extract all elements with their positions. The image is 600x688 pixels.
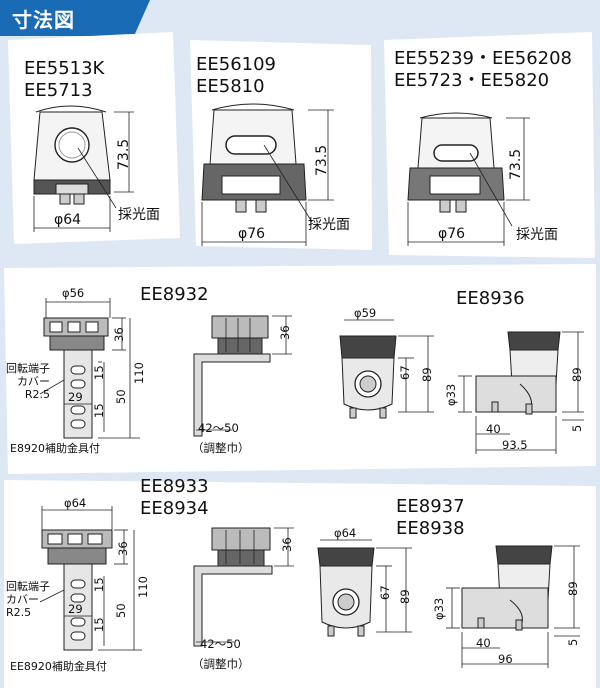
p8-d67: 67 (378, 585, 392, 600)
p6-model: EE8936 (456, 288, 525, 309)
p9-d40: 40 (476, 636, 491, 650)
p2-model-1: EE56109 (196, 54, 277, 75)
section-tab (0, 0, 150, 36)
drawing-ee56109 (201, 103, 334, 246)
p3-face: 採光面 (516, 227, 558, 243)
drawing-ee8936 (458, 331, 584, 454)
p4-bracket-note: E8920補助金具付 (10, 442, 100, 455)
drawing-p8 (317, 539, 412, 637)
p7-top-diameter: φ64 (64, 496, 87, 510)
p7-side-height: 36 (280, 537, 294, 552)
p1-model-1: EE5513K (24, 58, 105, 79)
drawing-ee8932-side (193, 315, 292, 437)
p9-d89: 89 (566, 581, 580, 596)
p4-d15b: 15 (92, 403, 106, 418)
drawing-ee8933-front (39, 506, 142, 651)
p7-d15b: 15 (92, 617, 106, 632)
p7-head-height: 36 (116, 541, 130, 556)
p4-rotate-note: 回転端子 カバー R2.5 (6, 362, 50, 401)
p7-d15a: 15 (92, 577, 106, 592)
p2-diameter: φ76 (238, 226, 266, 242)
p6-d40: 40 (486, 422, 501, 436)
p2-height: 73.5 (314, 144, 330, 176)
p4-side-caption: （調整巾） (192, 441, 250, 455)
drawing-ee8932-front (39, 298, 140, 439)
p9-width: 96 (498, 652, 513, 666)
p9-d5: 5 (566, 638, 580, 646)
p7-rotate-note: 回転端子 カバー R2.5 (6, 580, 50, 619)
p5-top-diameter: φ59 (354, 306, 377, 320)
p3-diameter: φ76 (438, 226, 466, 242)
p1-model-2: EE5713 (24, 80, 93, 101)
drawing-ee8937 (446, 545, 580, 668)
p9-d33: φ33 (432, 597, 446, 620)
p1-height: 73.5 (116, 138, 132, 170)
p5-d89: 89 (420, 367, 434, 382)
p6-d5: 5 (570, 424, 584, 432)
p8-d89: 89 (398, 589, 412, 604)
drawing-ee55239 (407, 112, 530, 246)
p6-d33: φ33 (444, 383, 458, 406)
p7-side-caption: （調整巾） (192, 657, 250, 671)
p6-width: 93.5 (502, 438, 528, 452)
p4-head-height: 36 (112, 327, 126, 342)
p3-height: 73.5 (508, 148, 524, 180)
p3-model-2: EE5723・EE5820 (394, 70, 550, 91)
p6-d89: 89 (570, 367, 584, 382)
p7-model-1: EE8933 (140, 476, 209, 497)
p7-bracket-note: EE8920補助金具付 (10, 660, 107, 673)
p7-d50: 50 (114, 603, 128, 618)
p9-model-1: EE8937 (396, 496, 465, 517)
p9-model-2: EE8938 (396, 518, 465, 539)
p4-model: EE8932 (140, 284, 209, 305)
p7-side-range: 42〜50 (200, 637, 241, 651)
p4-d50: 50 (114, 389, 128, 404)
drawing-ee5513k (33, 105, 134, 232)
p7-d29: 29 (68, 602, 83, 616)
p1-diameter: φ64 (54, 212, 82, 228)
p3-model-1: EE55239・EE56208 (394, 48, 573, 69)
drawing-phi59 (339, 319, 434, 419)
p7-total-height: 110 (136, 576, 150, 598)
p4-side-height: 36 (278, 325, 292, 340)
p4-top-diameter: φ56 (62, 286, 85, 300)
section-title: 寸法図 (12, 8, 75, 32)
p4-side-range: 42〜50 (198, 421, 239, 435)
p5-d67: 67 (398, 365, 412, 380)
p7-model-2: EE8934 (140, 498, 209, 519)
p2-face: 採光面 (308, 217, 350, 233)
p4-d29: 29 (68, 390, 83, 404)
p4-total-height: 110 (132, 362, 146, 384)
p8-top-diameter: φ64 (334, 526, 357, 540)
p2-model-2: EE5810 (196, 76, 265, 97)
drawing-ee8933-side (193, 527, 294, 647)
p1-face: 採光面 (118, 207, 160, 223)
p4-d15a: 15 (92, 365, 106, 380)
